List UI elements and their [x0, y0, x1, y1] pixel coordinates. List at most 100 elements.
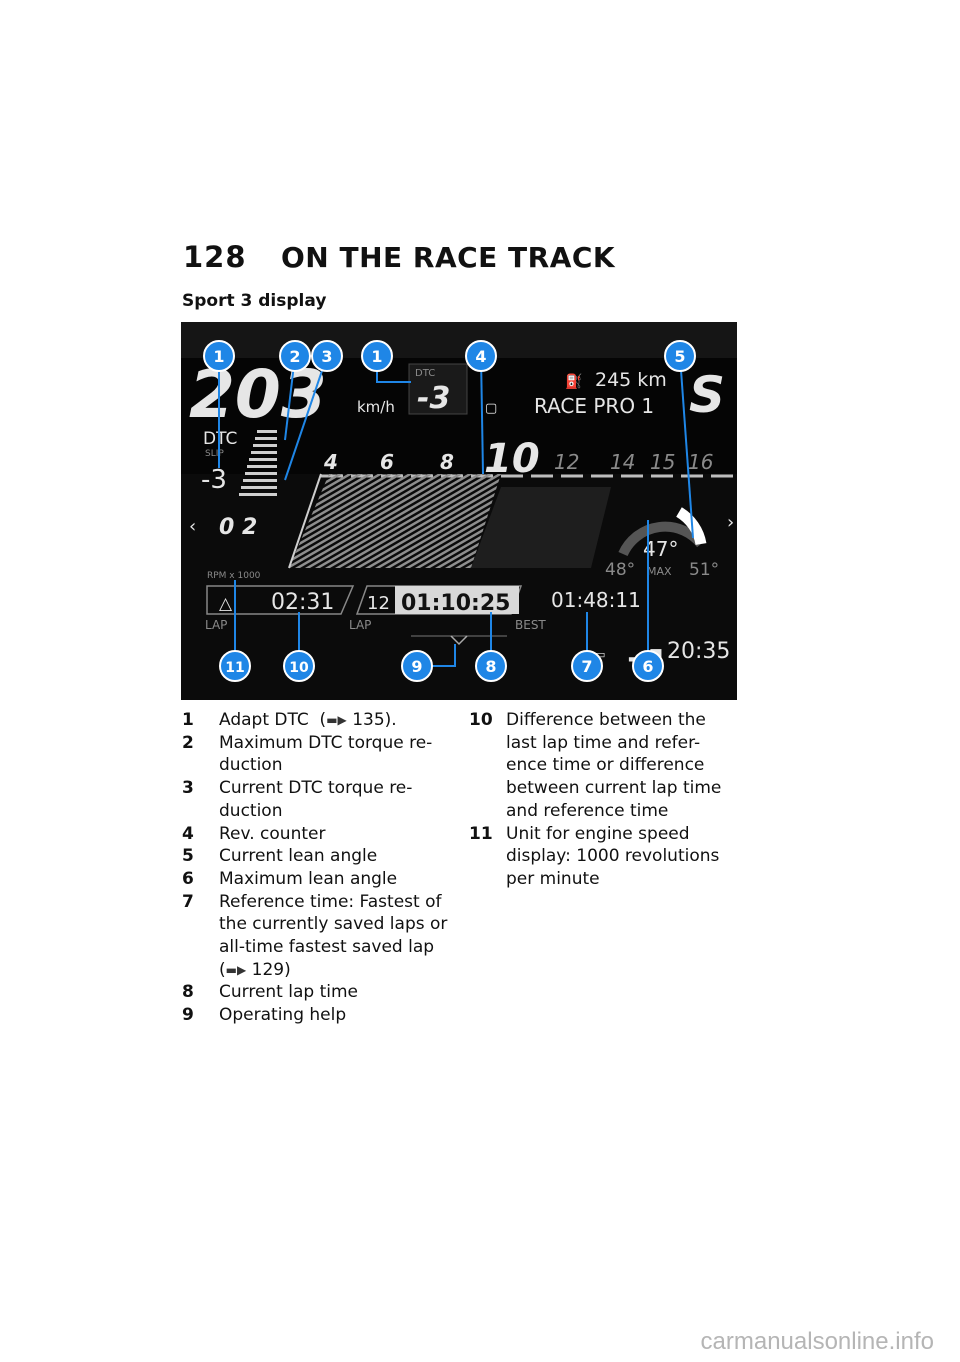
small-value: 0 2	[219, 515, 257, 540]
section-title: Sport 3 display	[182, 291, 327, 311]
legend-number: 2	[182, 732, 194, 753]
legend-text: Unit for engine speed display: 1000 revo…	[506, 823, 720, 889]
legend-text: Maximum lean angle	[219, 868, 398, 889]
callout-8: 8	[475, 650, 507, 682]
callout-4: 4	[465, 340, 497, 372]
warning-icon: △	[219, 594, 233, 614]
lean-max-label: MAX	[647, 565, 672, 578]
callout-number: 6	[642, 657, 653, 676]
dashboard-svg: 203 km/h DTC -3 ⛽ 245 km ▢ RACE PRO 1 S …	[181, 322, 737, 682]
rev-tick: 4	[323, 450, 338, 474]
legend-text: Operating help	[219, 1005, 347, 1026]
callout-number: 3	[321, 347, 332, 366]
legend-number: 11	[469, 823, 493, 844]
legend-ref[interactable]: 129)	[251, 959, 291, 980]
operating-help-icon	[450, 635, 468, 646]
legend-label: Reference time: Fastest of the currently…	[219, 891, 448, 958]
legend-number: 1	[182, 710, 194, 730]
reference-arrow-icon: ▬▶	[225, 962, 247, 977]
legend-item: 3 Current DTC torque re-duction	[182, 777, 452, 822]
callout-number: 1	[213, 347, 224, 366]
rev-counter-scale: 4 6 8 10 12 14 15 16	[321, 436, 737, 482]
chevron-left-icon: ‹	[189, 516, 196, 537]
callout-6: 6	[632, 650, 664, 682]
lap-number: 12	[367, 593, 390, 614]
legend-text: Reference time: Fastest of the currently…	[219, 891, 448, 980]
current-lap-time: 01:10:25	[401, 591, 510, 616]
dtc-top-value: -3	[417, 381, 450, 416]
lap-label-1: LAP	[205, 618, 227, 632]
callout-2: 2	[279, 340, 311, 372]
legend-right: 10 Difference between the last lap time …	[469, 709, 739, 891]
dtc-top-label: DTC	[415, 368, 435, 379]
dtc-label: DTC	[203, 429, 237, 449]
legend-item: 6 Maximum lean angle	[182, 868, 452, 891]
rev-tick: 8	[440, 450, 454, 474]
legend-item: 11 Unit for engine speed display: 1000 r…	[469, 823, 739, 891]
legend-number: 9	[182, 1005, 194, 1026]
legend-number: 10	[469, 710, 493, 730]
legend-item: 5 Current lean angle	[182, 845, 452, 868]
legend-item: 9 Operating help	[182, 1004, 452, 1027]
best-label: BEST	[515, 618, 546, 632]
dtc-sub-label: SLIP	[205, 449, 224, 459]
reference-arrow-icon: ▬▶	[326, 713, 347, 727]
legend-number: 3	[182, 778, 194, 799]
legend-label: Adapt DTC	[219, 710, 309, 730]
callout-7: 7	[571, 650, 603, 682]
dashboard-display-image: 203 km/h DTC -3 ⛽ 245 km ▢ RACE PRO 1 S …	[181, 322, 737, 700]
legend-item: 7 Reference time: Fastest of the current…	[182, 891, 452, 982]
rev-tick: 14	[610, 450, 635, 474]
callout-number: 4	[475, 347, 486, 366]
legend-item: 8 Current lap time	[182, 981, 452, 1004]
rpm-unit: RPM x 1000	[207, 571, 261, 581]
rev-bar-fill	[289, 474, 501, 568]
dtc-value: -3	[201, 465, 227, 495]
fuel-icon: ⛽	[565, 373, 582, 390]
gear-letter: S	[689, 366, 725, 424]
callout-9: 9	[401, 650, 433, 682]
callout-number: 11	[225, 660, 244, 676]
legend-ref[interactable]: 135).	[352, 710, 397, 730]
legend-left: 1 Adapt DTC (▬▶ 135). 2 Maximum DTC torq…	[182, 709, 452, 1027]
legend-text: Rev. counter	[219, 823, 326, 844]
page-number: 128	[183, 240, 247, 274]
clock: 20:35	[667, 639, 730, 664]
lean-angle-arc	[675, 507, 707, 546]
legend-text: Adapt DTC (▬▶ 135).	[219, 710, 397, 730]
legend-number: 4	[182, 823, 194, 844]
legend-number: 5	[182, 846, 194, 867]
callout-number: 5	[674, 347, 685, 366]
riding-mode: RACE PRO 1	[534, 394, 654, 418]
callout-1b: 1	[361, 340, 393, 372]
lean-max-right: 51°	[689, 560, 719, 580]
mode-icon: ▢	[485, 401, 497, 416]
rev-tick: 15	[650, 450, 675, 474]
watermark: carmanualsonline.info	[700, 1328, 934, 1355]
lean-max-left: 48°	[605, 560, 635, 580]
legend-text: Maximum DTC torque re-duction	[219, 732, 433, 776]
legend-text: Difference between the last lap time and…	[506, 710, 722, 821]
rev-tick: 12	[554, 450, 579, 474]
range-value: 245 km	[595, 369, 667, 391]
legend-number: 8	[182, 982, 194, 1003]
legend-number: 6	[182, 868, 194, 889]
battery-icon: ▭	[595, 648, 605, 661]
speed-unit: km/h	[357, 398, 395, 416]
lap-difference: 02:31	[271, 590, 334, 615]
callout-number: 10	[289, 660, 309, 676]
legend-item: 10 Difference between the last lap time …	[469, 709, 739, 823]
rev-tick: 6	[380, 450, 394, 474]
callout-number: 2	[289, 347, 300, 366]
callout-10: 10	[283, 650, 315, 682]
callout-number: 1	[371, 347, 382, 366]
best-time: 01:48:11	[551, 588, 641, 612]
legend-item: 2 Maximum DTC torque re-duction	[182, 732, 452, 777]
callout-1: 1	[203, 340, 235, 372]
chevron-right-icon: ›	[727, 512, 734, 533]
callout-11: 11	[219, 650, 251, 682]
callout-5: 5	[664, 340, 696, 372]
callout-number: 9	[411, 657, 422, 676]
legend-text: Current lean angle	[219, 846, 378, 867]
lap-label-2: LAP	[349, 618, 371, 632]
